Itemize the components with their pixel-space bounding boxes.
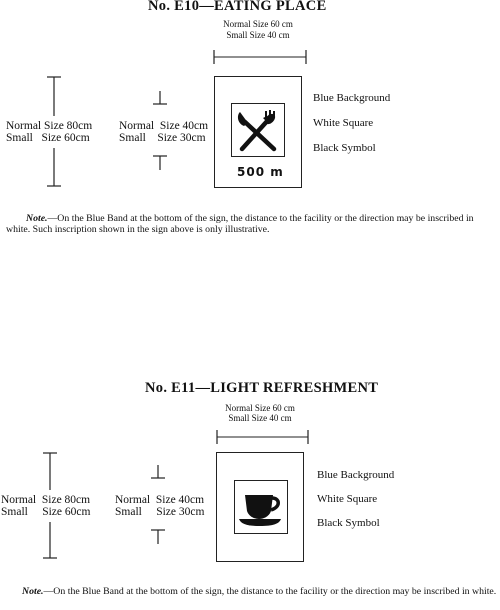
e11-outer-height-dimension bbox=[43, 452, 57, 559]
e11-width-small: Small Size 40 cm bbox=[228, 413, 292, 423]
e10-label-black-symbol: Black Symbol bbox=[313, 142, 376, 154]
e11-label-black-symbol: Black Symbol bbox=[317, 517, 380, 529]
cup-and-saucer-icon bbox=[239, 495, 281, 526]
e11-sign bbox=[216, 452, 304, 562]
e10-note-text: —On the Blue Band at the bottom of the s… bbox=[6, 213, 474, 235]
e11-note-prefix: Note. bbox=[22, 586, 44, 597]
e10-inner-height-label: Normal Size 40cm Small Size 30cm bbox=[119, 120, 209, 144]
e10-title: No. E10—EATING PLACE bbox=[148, 0, 327, 14]
e11-outer-height-label: Normal Size 80cm Small Size 60cm bbox=[1, 494, 91, 518]
e10-width-normal: Normal Size 60 cm bbox=[223, 19, 293, 29]
e10-distance-text: 500 m bbox=[237, 165, 284, 179]
e10-label-white-square: White Square bbox=[313, 117, 374, 129]
e10-label-blue-background: Blue Background bbox=[313, 92, 391, 104]
fork-and-knife-icon bbox=[237, 110, 277, 152]
e11-label-blue-background: Blue Background bbox=[317, 469, 395, 481]
e11-inner-height-dimension bbox=[151, 465, 165, 544]
e11-note-text: —On the Blue Band at the bottom of the s… bbox=[43, 586, 497, 597]
e10-white-square bbox=[231, 103, 285, 157]
e11-width-dimension bbox=[216, 430, 309, 444]
e10-outer-height-label: Normal Size 80cm Small Size 60cm bbox=[6, 120, 93, 144]
e11-label-white-square: White Square bbox=[317, 493, 378, 505]
e10-sign: 500 m bbox=[214, 76, 302, 188]
e11-note: Note.—On the Blue Band at the bottom of … bbox=[6, 586, 498, 597]
e10-width-small: Small Size 40 cm bbox=[226, 30, 290, 40]
e10-outer-height-dimension bbox=[47, 76, 61, 187]
e11-inner-height-label: Normal Size 40cm Small Size 30cm bbox=[115, 494, 205, 518]
e11-white-square bbox=[234, 480, 288, 534]
e11-width-normal: Normal Size 60 cm bbox=[225, 403, 295, 413]
e10-width-dimension bbox=[213, 50, 307, 64]
e11-title: No. E11—LIGHT REFRESHMENT bbox=[145, 380, 379, 396]
e10-note: Note.—On the Blue Band at the bottom of … bbox=[6, 213, 498, 235]
e10-inner-height-dimension bbox=[153, 91, 167, 170]
e10-note-prefix: Note. bbox=[26, 213, 48, 224]
